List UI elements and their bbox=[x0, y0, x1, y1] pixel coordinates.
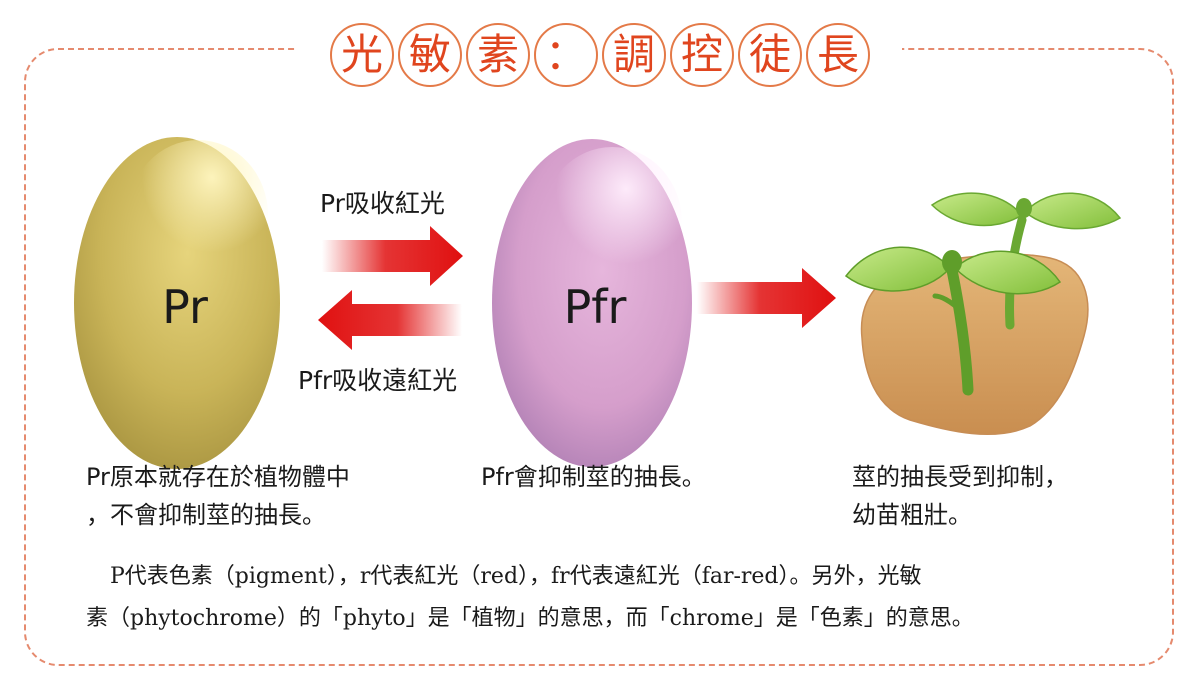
pr-pigment-shape bbox=[74, 137, 280, 469]
arrow-left-far-red-light bbox=[318, 290, 462, 350]
title-char: 控 bbox=[670, 23, 734, 87]
title-char: 調 bbox=[602, 23, 666, 87]
pr-caption-line1: Pr原本就存在於植物體中 bbox=[86, 463, 350, 491]
backward-arrow-label: Pfr吸收遠紅光 bbox=[298, 366, 458, 395]
page-title: 光 敏 素 ： 調 控 徒 長 bbox=[298, 18, 902, 92]
title-char: 長 bbox=[806, 23, 870, 87]
note-line1: P代表色素（pigment），r代表紅光（red），fr代表遠紅光（far-re… bbox=[110, 564, 922, 589]
pr-caption-line2: ，不會抑制莖的抽長。 bbox=[86, 501, 326, 529]
title-char: ： bbox=[534, 23, 598, 87]
pfr-label: Pfr bbox=[564, 280, 627, 334]
title-char: 素 bbox=[466, 23, 530, 87]
plant-caption-line2: 幼苗粗壯。 bbox=[852, 501, 972, 529]
forward-arrow-label: Pr吸收紅光 bbox=[320, 189, 445, 218]
title-char: 敏 bbox=[398, 23, 462, 87]
seedling-illustration bbox=[844, 192, 1122, 435]
title-char: 徒 bbox=[738, 23, 802, 87]
pfr-caption: Pfr會抑制莖的抽長。 bbox=[481, 463, 706, 491]
note-line2: 素（phytochrome）的「phyto」是「植物」的意思，而「chrome」… bbox=[86, 606, 974, 631]
explanation-note: P代表色素（pigment），r代表紅光（red），fr代表遠紅光（far-re… bbox=[86, 556, 1126, 640]
pfr-pigment-shape bbox=[492, 139, 692, 467]
plant-caption-line1: 莖的抽長受到抑制， bbox=[852, 463, 1068, 491]
arrow-right-to-plant bbox=[697, 268, 836, 328]
title-char: 光 bbox=[330, 23, 394, 87]
pr-label: Pr bbox=[162, 280, 208, 334]
arrow-right-red-light bbox=[322, 226, 463, 286]
